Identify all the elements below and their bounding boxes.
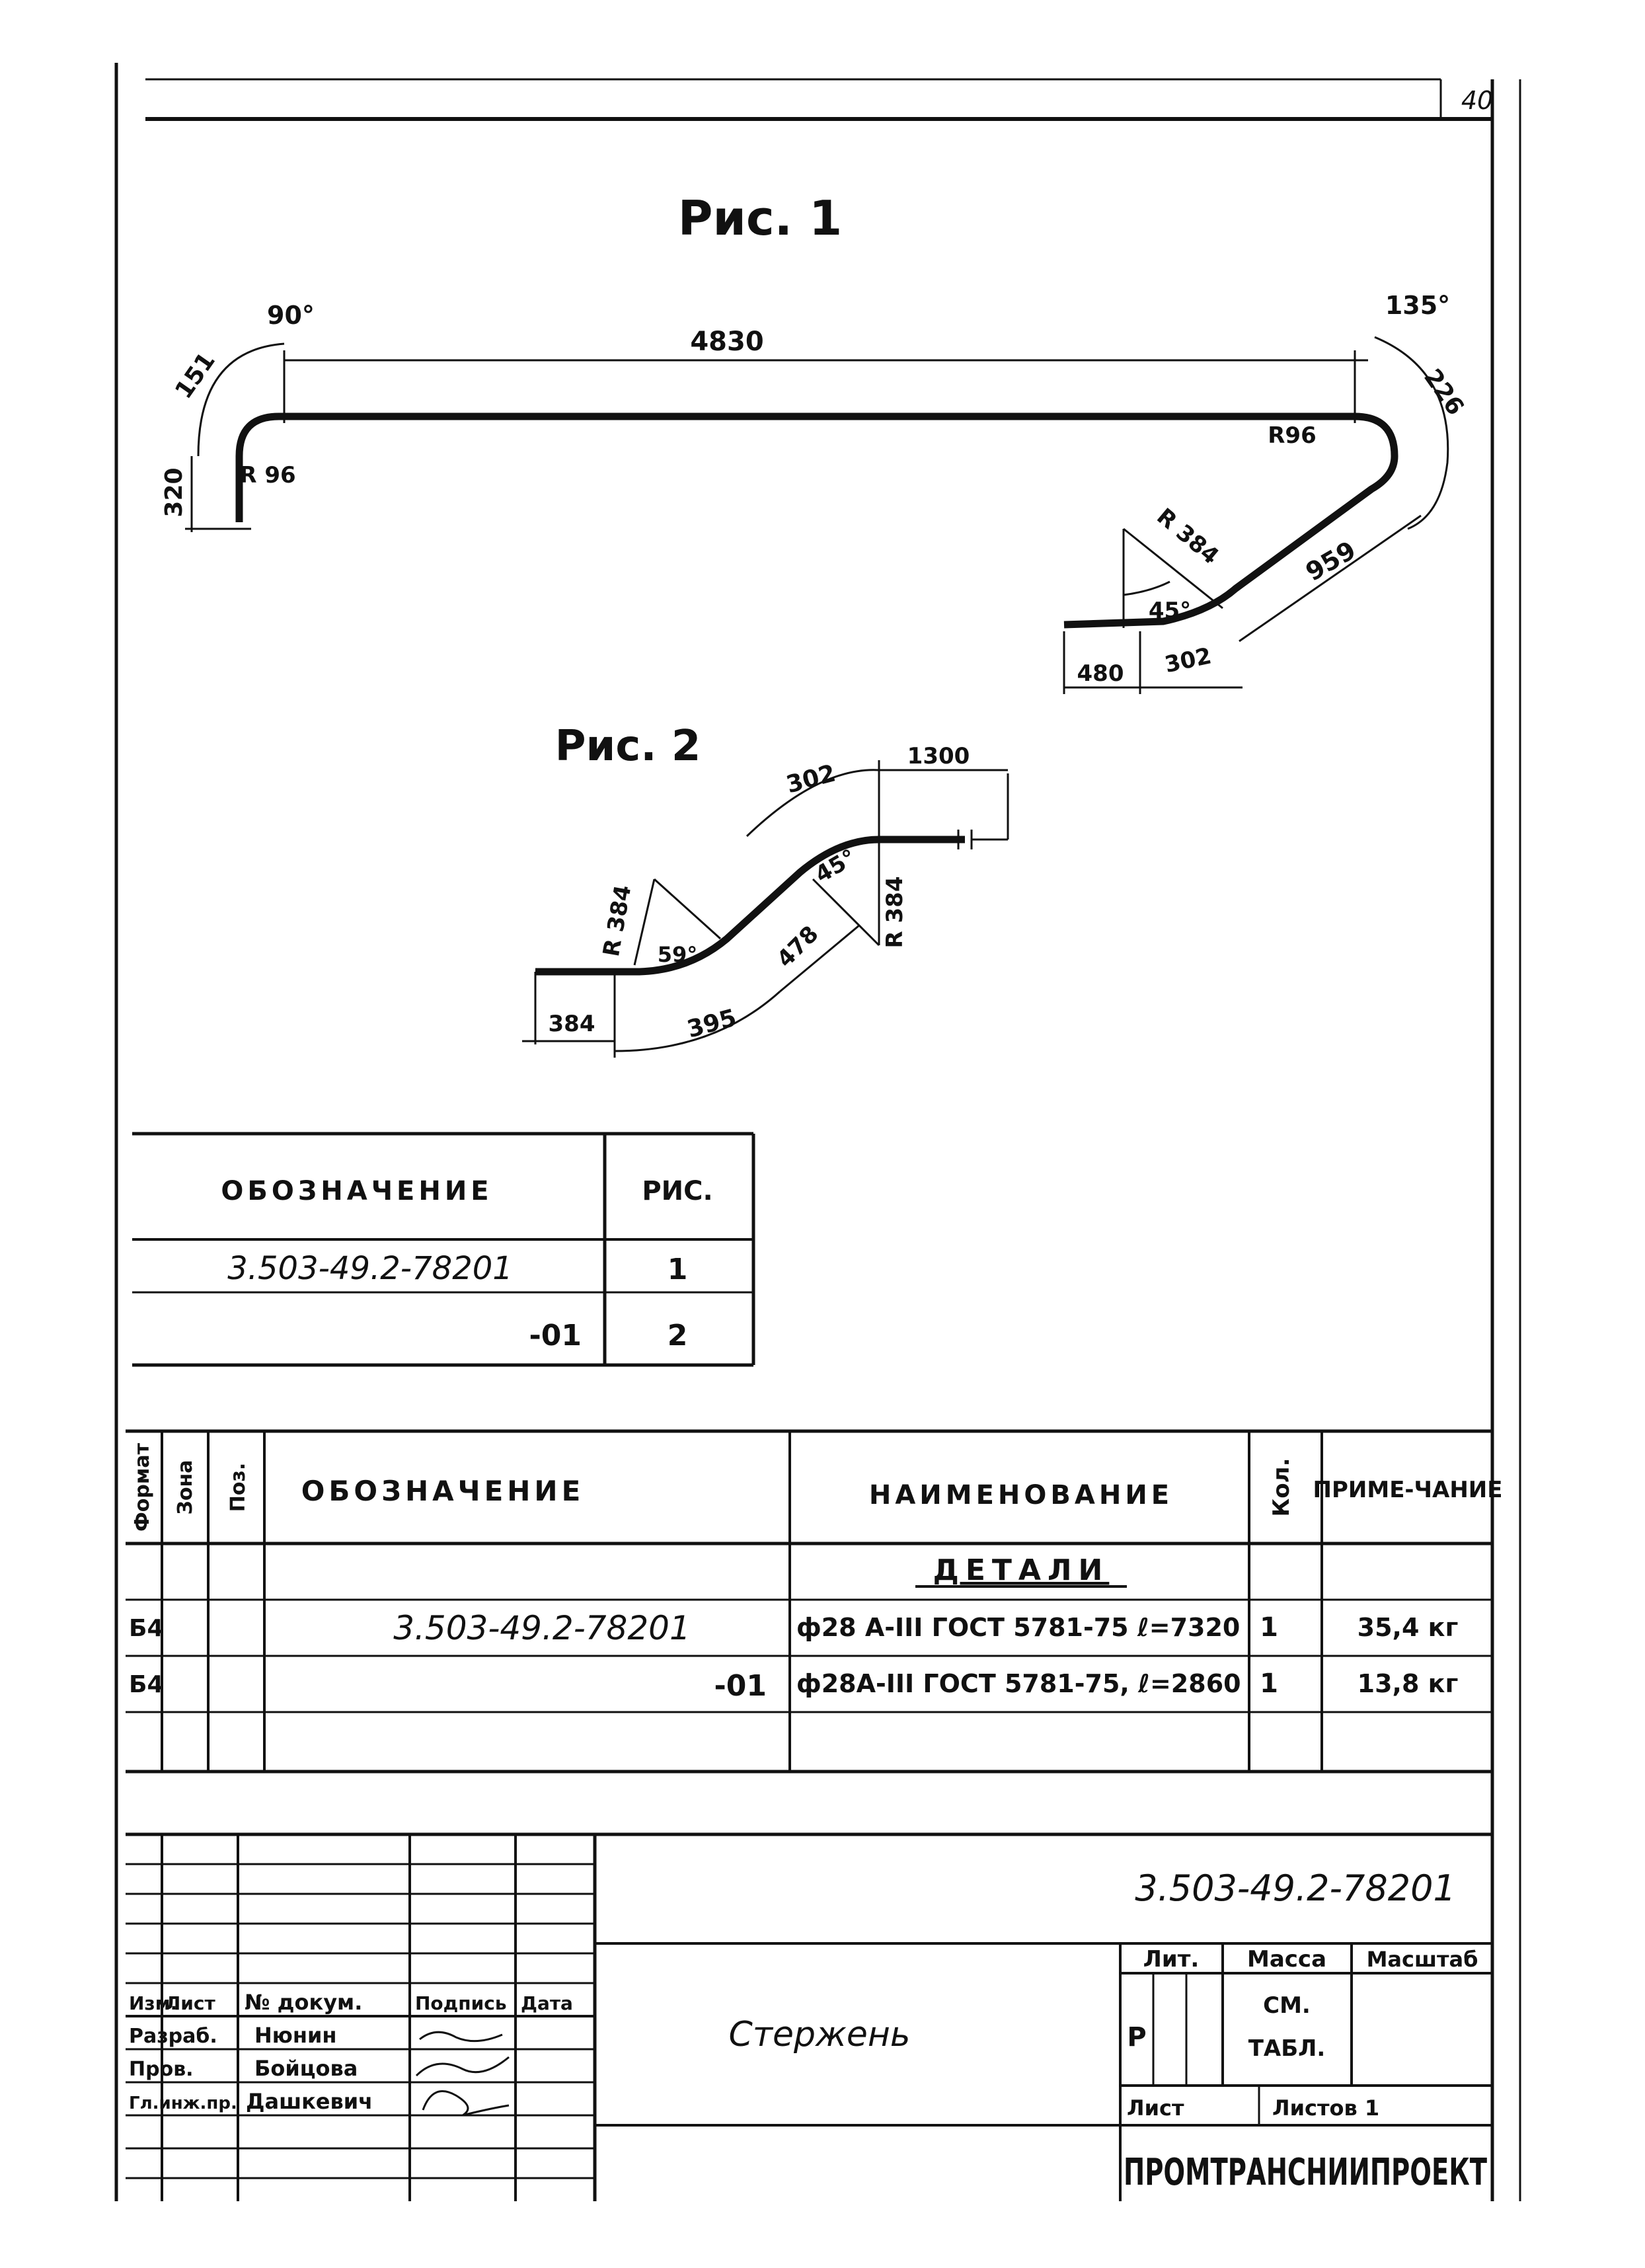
signature-marks (415, 2031, 510, 2117)
fig2-radius-left: R 384 (598, 883, 636, 958)
title-block-doc-code: 3.503-49.2-78201 (1135, 1867, 1456, 1909)
figure-1: Рис. 1 90° 151 4830 320 R 96 135° 226 R9… (161, 190, 1469, 694)
title-block: 3.503-49.2-78201 Изм. Лист № докум. Подп… (126, 1832, 1492, 2201)
fig2-dim-1300: 1300 (907, 743, 970, 769)
spec-col-qty: Кол. (1268, 1458, 1295, 1517)
spec-row-2-note: 13,8 кг (1358, 1669, 1459, 1698)
fig-table-header-fig: РИС. (642, 1176, 712, 1206)
fig1-dim-226: 226 (1418, 364, 1469, 420)
title-block-col-change: Изм. (129, 1992, 177, 2014)
title-block-label-lit: Лит. (1143, 1946, 1200, 1973)
title-block-role-3: Гл.инж.пр. (129, 2093, 237, 2113)
title-block-label-sheets: Листов 1 (1272, 2095, 1379, 2121)
spec-col-pos: Поз. (227, 1463, 250, 1512)
title-block-col-signature: Подпись (415, 1992, 507, 2014)
figure-2: Рис. 2 302 1300 45° R 384 R 384 59° 478 … (522, 722, 1009, 1058)
spec-row-1-name: ф28 А-III ГОСТ 5781-75 ℓ=7320 (796, 1613, 1240, 1642)
title-block-col-sheet: Лист (165, 1992, 215, 2014)
title-block-lit-value: Р (1127, 2022, 1146, 2053)
fig-table-row-2-designation: -01 (529, 1319, 582, 1352)
title-block-label-sheet: Лист (1127, 2095, 1184, 2121)
spec-col-format: Формат (131, 1442, 154, 1532)
spec-col-designation: ОБОЗНАЧЕНИЕ (301, 1475, 585, 1507)
fig1-rebar (235, 412, 1398, 629)
title-block-label-scale: Масштаб (1367, 1947, 1478, 1972)
spec-col-zone: Зона (174, 1460, 197, 1515)
fig2-angle-59: 59° (658, 942, 698, 967)
fig1-angle-45: 45° (1149, 598, 1191, 624)
fig2-dim-395: 395 (684, 1004, 739, 1043)
title-block-name-1: Нюнин (254, 2023, 337, 2048)
fig1-dim-151: 151 (170, 348, 221, 404)
spec-row-1-qty: 1 (1260, 1612, 1278, 1643)
figure-designation-table: ОБОЗНАЧЕНИЕ РИС. 3.503-49.2-78201 1 -01 … (132, 1132, 755, 1367)
title-block-col-doc-no: № докум. (245, 1990, 362, 2015)
fig1-dim-480: 480 (1077, 660, 1124, 687)
title-block-organization: ПРОМТРАНСНИИПРОЕКТ (1124, 2151, 1487, 2194)
specification-table: Формат Зона Поз. ОБОЗНАЧЕНИЕ НАИМЕНОВАНИ… (126, 1429, 1503, 1774)
title-block-label-mass: Масса (1247, 1946, 1326, 1973)
title-block-col-date: Дата (521, 1992, 573, 2014)
page-number: 40 (1461, 86, 1493, 115)
title-block-role-1: Разраб. (129, 2025, 217, 2048)
fig1-dim-4830: 4830 (690, 327, 763, 357)
fig2-dim-384: 384 (549, 1011, 595, 1037)
title-block-part-name: Стержень (728, 2015, 910, 2054)
title-block-name-2: Бойцова (254, 2056, 358, 2081)
title-block-mass-value-1: СМ. (1263, 1992, 1311, 2019)
spec-row-2-qty: 1 (1260, 1668, 1278, 1699)
fig1-dim-302: 302 (1163, 643, 1214, 678)
spec-row-1-format: Б4 (129, 1615, 164, 1642)
fig1-dim-320: 320 (161, 467, 188, 517)
fig-table-row-2-fig: 2 (668, 1319, 688, 1352)
fig2-dim-478: 478 (772, 921, 823, 972)
fig1-title: Рис. 1 (678, 190, 842, 246)
spec-row-1-note: 35,4 кг (1358, 1613, 1459, 1642)
fig1-radius-right: R96 (1268, 422, 1317, 449)
fig-table-row-1-fig: 1 (668, 1253, 688, 1286)
fig2-radius-right: R 384 (882, 877, 908, 949)
fig2-angle-45: 45° (811, 844, 861, 888)
fig-table-header-designation: ОБОЗНАЧЕНИЕ (221, 1176, 492, 1206)
title-block-name-3: Дашкевич (246, 2089, 373, 2114)
spec-col-name: НАИМЕНОВАНИЕ (869, 1480, 1173, 1510)
fig2-dim-302: 302 (783, 760, 838, 799)
fig-table-row-1-designation: 3.503-49.2-78201 (227, 1250, 513, 1287)
fig2-rebar (535, 836, 965, 976)
title-block-role-2: Пров. (129, 2058, 194, 2081)
spec-row-2-designation: -01 (714, 1669, 767, 1703)
sheet-frame (114, 63, 1521, 2201)
spec-row-2-format: Б4 (129, 1671, 164, 1698)
spec-col-note: ПРИМЕ-ЧАНИЕ (1313, 1477, 1503, 1503)
fig2-title: Рис. 2 (555, 722, 701, 771)
title-block-mass-value-2: ТАБЛ. (1248, 2035, 1326, 2062)
fig1-radius-left: R 96 (239, 462, 295, 489)
fig1-angle-90: 90° (267, 301, 315, 330)
spec-row-1-designation: 3.503-49.2-78201 (393, 1609, 691, 1647)
fig1-angle-135: 135° (1385, 291, 1450, 320)
spec-section-title: ДЕТАЛИ (933, 1553, 1110, 1587)
spec-row-2-name: ф28А-III ГОСТ 5781-75, ℓ=2860 (796, 1669, 1241, 1698)
